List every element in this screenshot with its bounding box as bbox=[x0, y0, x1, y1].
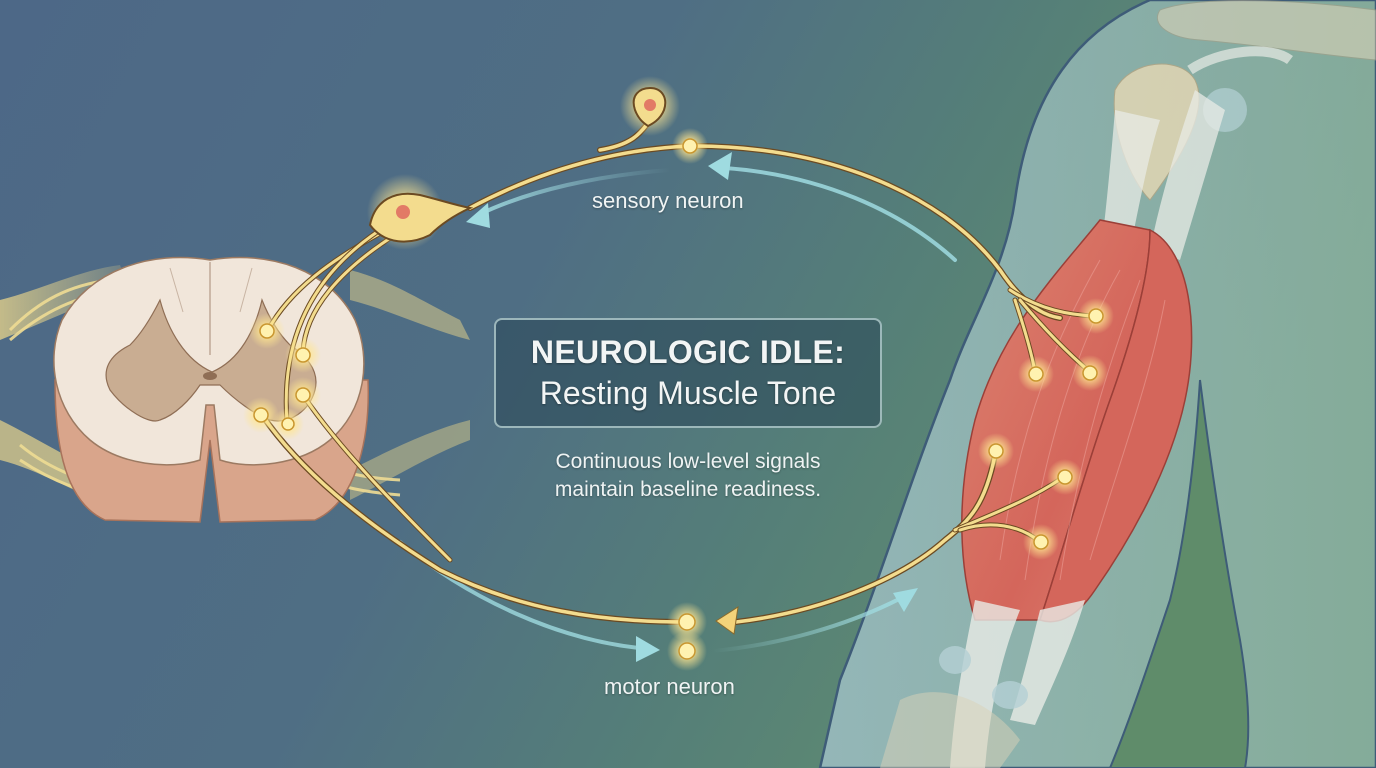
signal-dot bbox=[1078, 298, 1114, 334]
signal-dot bbox=[285, 377, 321, 413]
signal-dots bbox=[243, 128, 1114, 671]
signal-dot bbox=[285, 337, 321, 373]
title-subheading: Resting Muscle Tone bbox=[539, 375, 837, 411]
motor-arrowhead bbox=[715, 605, 739, 635]
signal-dot bbox=[1023, 524, 1059, 560]
signal-dot bbox=[249, 313, 285, 349]
description: Continuous low-level signals maintain ba… bbox=[478, 448, 898, 504]
signal-dot bbox=[1047, 459, 1083, 495]
sensory-neuron-label: sensory neuron bbox=[592, 188, 744, 213]
title-box: NEUROLOGIC IDLE: Resting Muscle Tone bbox=[494, 318, 882, 428]
ganglion-cell-body bbox=[620, 76, 680, 136]
signal-dot bbox=[978, 433, 1014, 469]
title-heading: NEUROLOGIC IDLE: bbox=[530, 334, 846, 370]
motor-neuron-label: motor neuron bbox=[604, 674, 735, 699]
signal-dot bbox=[672, 128, 708, 164]
signal-dot bbox=[243, 397, 279, 433]
signal-dot bbox=[272, 408, 304, 440]
signal-direction-arrows bbox=[398, 152, 957, 662]
description-line-2: maintain baseline readiness. bbox=[554, 478, 822, 501]
signal-dot bbox=[667, 631, 707, 671]
sensory-cell-body bbox=[367, 174, 474, 250]
signal-dot bbox=[667, 602, 707, 642]
motor-neuron-fiber bbox=[259, 392, 1065, 635]
signal-dot bbox=[1018, 356, 1054, 392]
description-line-1: Continuous low-level signals bbox=[555, 450, 821, 473]
signal-dot bbox=[1072, 355, 1108, 391]
